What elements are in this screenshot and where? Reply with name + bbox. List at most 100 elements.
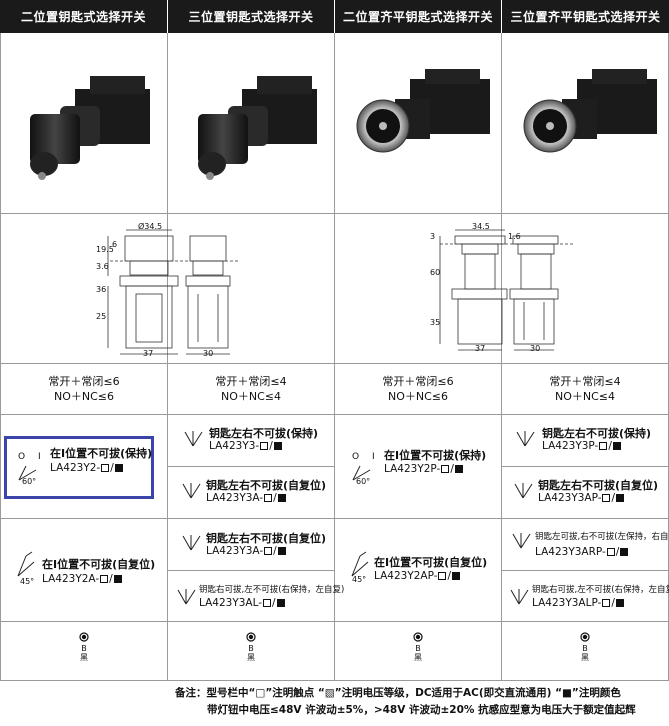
dim-label: 6 [112, 240, 118, 249]
contact-cn: 常开＋常闭≤6 [382, 375, 454, 388]
contact-cn: 常开＋常闭≤4 [215, 375, 287, 388]
position-label-i: I [38, 452, 41, 462]
position-label-i: I [372, 452, 375, 462]
option-title: 在Ⅰ位置不可拔(保持) [50, 447, 153, 460]
option-title: 钥匙左右不可拔(保持) [542, 427, 652, 440]
contact-en: NO＋NC≤6 [53, 390, 114, 403]
key-position-symbol [18, 465, 37, 481]
key-position-symbol [182, 483, 201, 499]
option-model: LA423Y3A-/ [206, 492, 287, 504]
dim-label: 35 [430, 318, 441, 327]
key-position-symbol [352, 465, 371, 481]
contact-cn: 常开＋常闭≤6 [48, 375, 120, 388]
angle-label: 60° [356, 477, 371, 486]
black-dot-icon [413, 632, 423, 642]
dim-label: 37 [143, 349, 154, 358]
grid-line [334, 33, 335, 681]
dim-label: 60 [430, 268, 441, 277]
dimension-drawings [107, 229, 575, 355]
grid-line [0, 33, 1, 681]
option-title: 在Ⅰ位置不可拔(自复位) [374, 556, 488, 569]
option-model: LA423Y3AP-/ [538, 492, 625, 504]
option-model: LA423Y3ALP-/ [532, 597, 625, 609]
color-name: 黑 [247, 653, 255, 662]
option-model: LA423Y2-/ [50, 462, 124, 474]
contact-spec: 常开＋常闭≤6 NO＋NC≤6 [1, 374, 167, 404]
key-position-symbol [177, 589, 196, 605]
color-letter: B [81, 644, 87, 653]
key-position-symbol [516, 431, 535, 447]
grid-line [167, 33, 168, 681]
dim-label: 36 [96, 285, 107, 294]
grid-line [501, 570, 668, 571]
color-letter: B [582, 644, 588, 653]
grid-line [501, 466, 668, 467]
black-dot-icon [580, 632, 590, 642]
grid-line [0, 414, 669, 415]
option-title: 钥匙右可拔,左不可拔(右保持，左自复) [532, 585, 669, 595]
grid-line [0, 213, 669, 214]
position-label-o: O [352, 452, 360, 462]
option-title: 钥匙左右不可拔(保持) [209, 427, 319, 440]
option-model: LA423Y3-/ [209, 440, 283, 452]
option-model: LA423Y2P-/ [384, 463, 464, 475]
grid-line [0, 518, 669, 519]
key-position-symbol [182, 535, 201, 551]
angle-label: 45° [20, 577, 35, 586]
dim-label: 1.6 [508, 232, 521, 241]
dim-label: Ø34.5 [138, 222, 163, 231]
header-col-3: 二位置齐平钥匙式选择开关 [335, 0, 501, 33]
option-title: 钥匙右可拔,左不可拔(右保持，左自复) [199, 585, 345, 595]
key-position-symbol [17, 551, 35, 577]
contact-spec: 常开＋常闭≤6 NO＋NC≤6 [335, 374, 501, 404]
black-dot-icon [246, 632, 256, 642]
contact-spec: 常开＋常闭≤4 NO＋NC≤4 [502, 374, 668, 404]
dim-label: 3 [430, 232, 436, 241]
contact-spec: 常开＋常闭≤4 NO＋NC≤4 [168, 374, 334, 404]
selection-highlight [4, 436, 154, 499]
angle-label: 60° [22, 477, 37, 486]
note-line-2: 带灯钮中电压≤48V 许波动±5%，>48V 许波动±20% 抗感应型意为电压大… [207, 704, 636, 716]
color-name: 黑 [80, 653, 88, 662]
key-position-symbol [512, 533, 531, 549]
dim-label: 37 [475, 344, 486, 353]
header-col-2: 三位置钥匙式选择开关 [168, 0, 334, 33]
dim-label: 25 [96, 312, 107, 321]
dim-label: 30 [203, 349, 214, 358]
option-model: LA423Y3A-/ [206, 545, 287, 557]
color-letter: B [415, 644, 421, 653]
option-model: LA423Y2A-/ [42, 573, 123, 585]
option-title: 钥匙左可拔,右不可拔(左保持，右自复) [535, 532, 669, 542]
key-position-symbol [514, 483, 533, 499]
product-photos [30, 69, 657, 180]
color-indicator: B 黑 [69, 632, 99, 662]
option-title: 钥匙左右不可拔(自复位) [538, 479, 659, 492]
option-title: 在Ⅰ位置不可拔(保持) [384, 449, 487, 462]
grid-line [167, 570, 334, 571]
grid-line [0, 621, 669, 622]
header-col-4: 三位置齐平钥匙式选择开关 [502, 0, 669, 33]
color-indicator: B 黑 [403, 632, 433, 662]
header-col-1: 二位置钥匙式选择开关 [0, 0, 167, 33]
photo-3pos-flush-key [523, 69, 657, 153]
color-name: 黑 [414, 653, 422, 662]
angle-label: 45° [352, 575, 367, 584]
option-title: 在Ⅰ位置不可拔(自复位) [42, 558, 156, 571]
key-position-symbol [184, 431, 203, 447]
black-dot-icon [79, 632, 89, 642]
grid-line [0, 680, 669, 681]
grid-line [501, 33, 502, 681]
contact-en: NO＋NC≤4 [220, 390, 281, 403]
color-name: 黑 [581, 653, 589, 662]
color-indicator: B 黑 [570, 632, 600, 662]
key-position-symbol [351, 551, 369, 577]
dim-label: 3.6 [96, 262, 109, 271]
note-line-1: 备注：型号栏中“□”注明触点 “▧”注明电压等级，DC适用于AC(即交直流通用)… [175, 687, 621, 699]
key-position-symbol [510, 589, 529, 605]
position-label-o: O [18, 452, 26, 462]
dim-label: 19.5 [96, 245, 114, 254]
option-title: 钥匙左右不可拔(自复位) [206, 479, 327, 492]
option-model: LA423Y3P-/ [542, 440, 622, 452]
option-model: LA423Y3AL-/ [199, 597, 286, 609]
